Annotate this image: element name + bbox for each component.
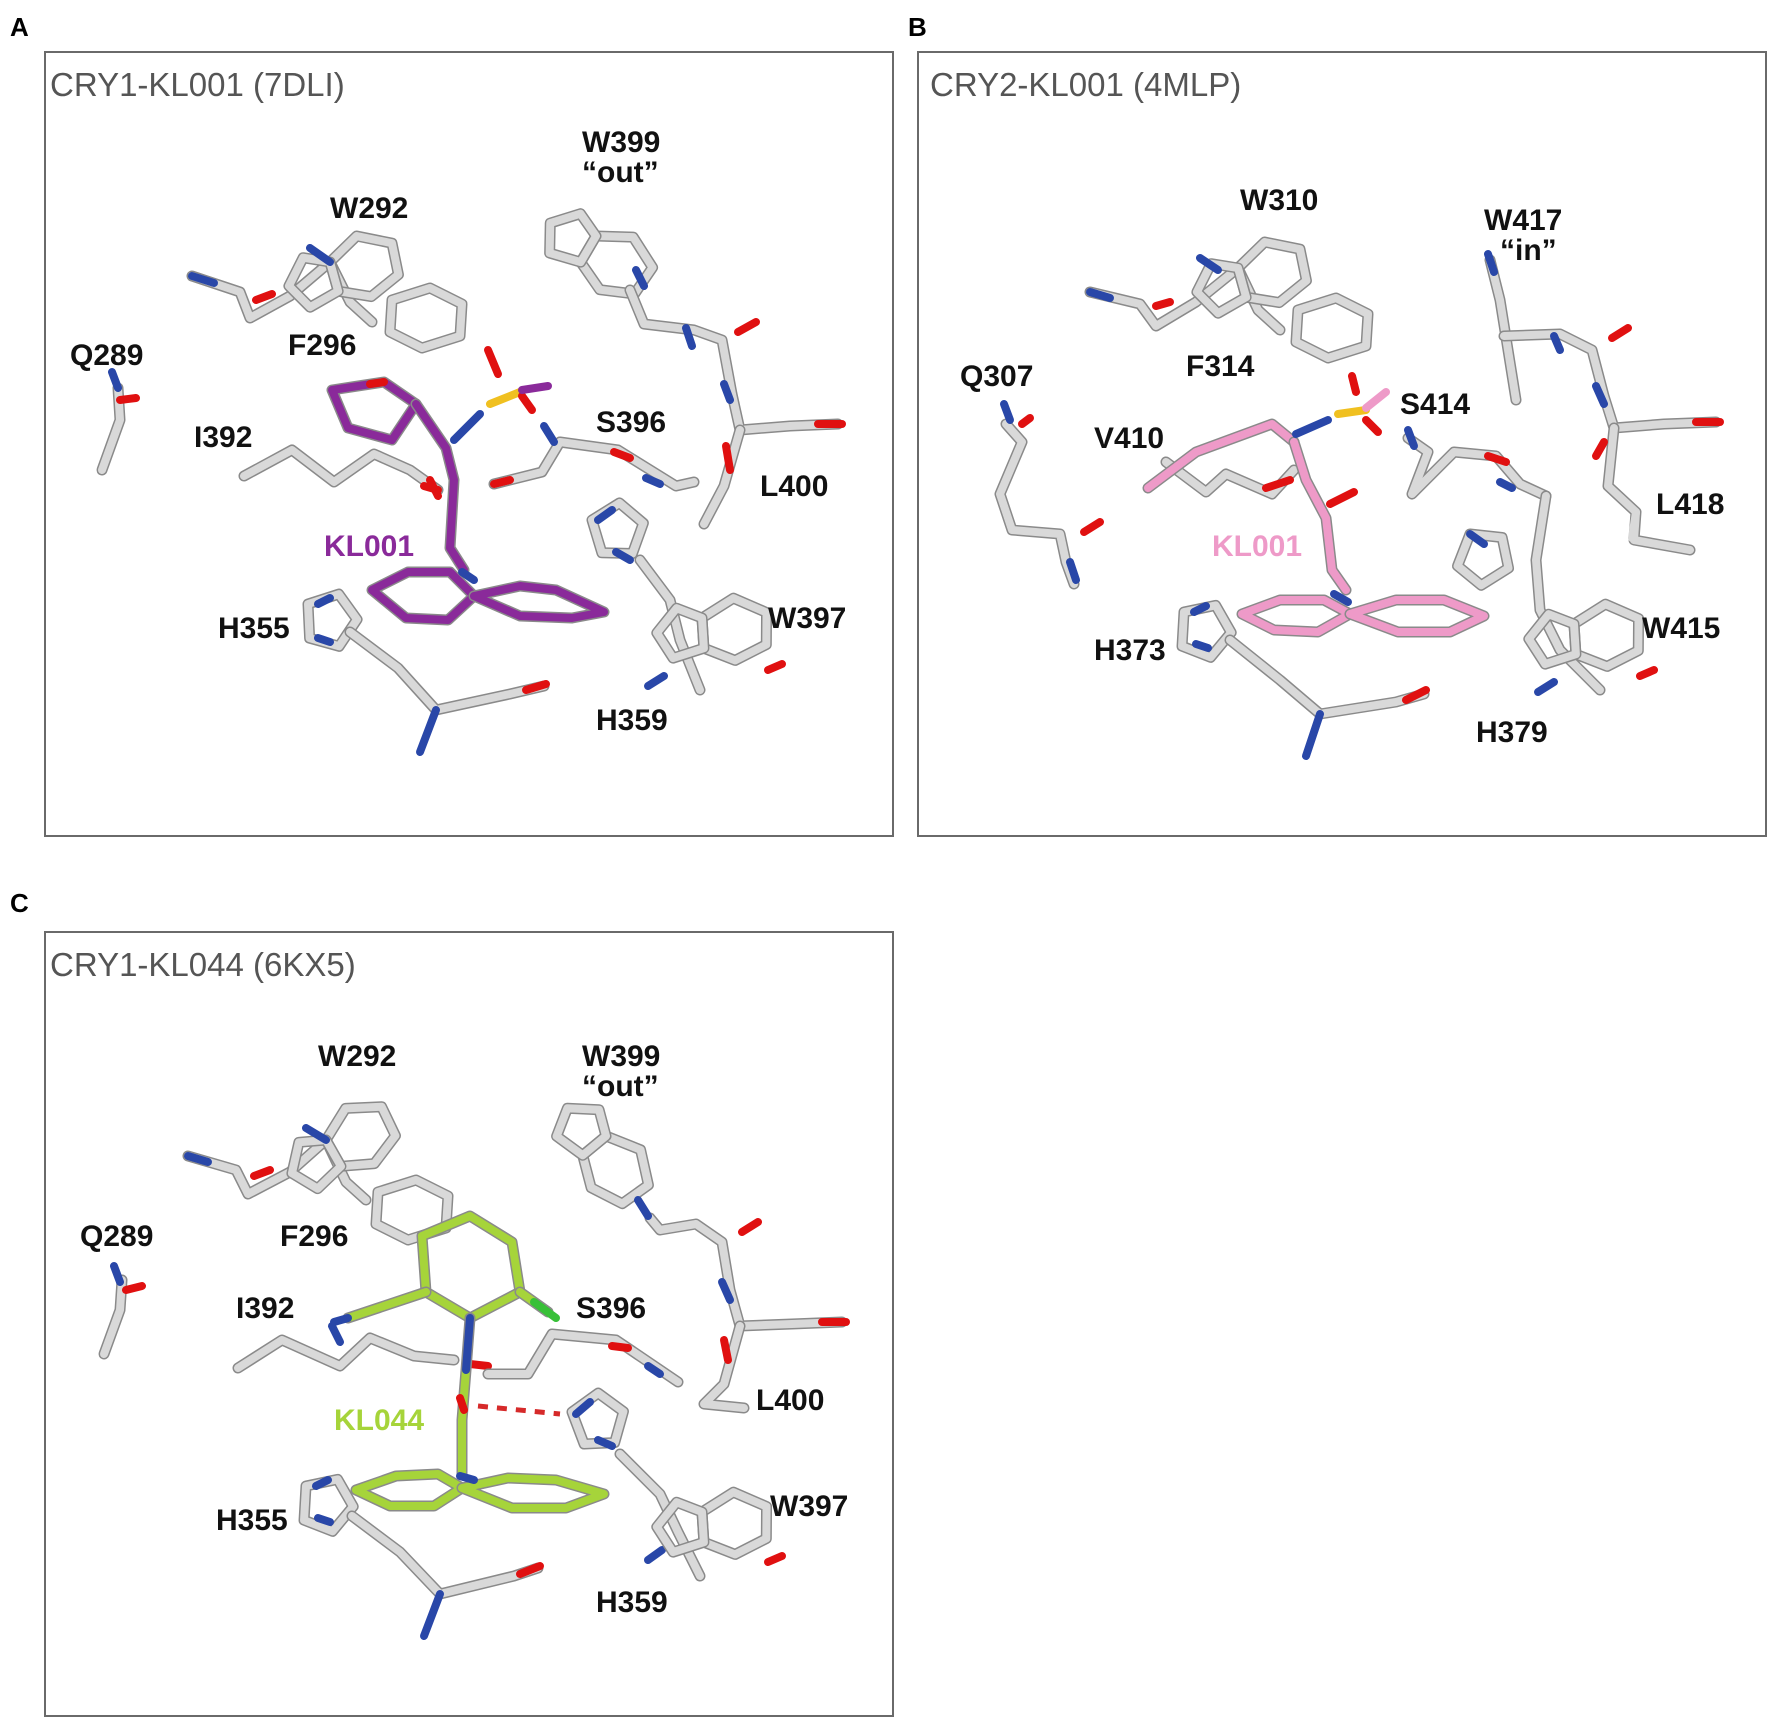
- panel-title: CRY2-KL001 (4MLP): [930, 66, 1241, 103]
- residue-label: H355: [218, 612, 290, 645]
- residue-labels: W310 W417 “in” Q307 F314 S414 V410 L418 …: [960, 184, 1724, 749]
- ligand-sticks: [330, 1210, 610, 1514]
- ligand-label: KL001: [1212, 530, 1302, 563]
- panel-frame: [917, 51, 1767, 837]
- protein-sticks: [96, 192, 846, 756]
- residue-label: W292: [318, 1040, 396, 1073]
- residue-label: H359: [596, 704, 668, 737]
- residue-label: S414: [1400, 388, 1470, 421]
- residue-label: Q307: [960, 360, 1033, 393]
- residue-label: W415: [1642, 612, 1720, 645]
- residue-label: F314: [1186, 350, 1255, 383]
- panel-frame: [44, 51, 894, 837]
- residue-label: W417: [1484, 204, 1562, 237]
- residue-label: H355: [216, 1504, 288, 1537]
- residue-label: W292: [330, 192, 408, 225]
- residue-label: W399: [582, 1040, 660, 1073]
- ligand-sticks: [326, 346, 610, 626]
- residue-label: Q289: [80, 1220, 153, 1253]
- residue-label: W397: [768, 602, 846, 635]
- panel-letter: C: [10, 888, 29, 918]
- residue-label: H379: [1476, 716, 1548, 749]
- residue-label: W310: [1240, 184, 1318, 217]
- ligand-sticks: [1142, 372, 1490, 638]
- residue-label: L400: [760, 470, 828, 503]
- hydrogen-bond: [477, 1403, 561, 1417]
- residue-label: F296: [280, 1220, 348, 1253]
- residue-label: I392: [236, 1292, 294, 1325]
- residue-label: F296: [288, 329, 356, 362]
- residue-label: L400: [756, 1384, 824, 1417]
- residue-label: L418: [1656, 488, 1724, 521]
- residue-label: S396: [576, 1292, 646, 1325]
- panel-c: C CRY1-KL044 (6KX5): [10, 888, 894, 1717]
- panel-a: A CRY1-KL001 (7DLI): [10, 12, 894, 837]
- panel-letter: A: [10, 12, 29, 42]
- panel-title: CRY1-KL001 (7DLI): [50, 66, 345, 103]
- residue-labels: W292 W399 “out” Q289 F296 I392 S396 L400…: [80, 1040, 848, 1619]
- residue-label: V410: [1094, 422, 1164, 455]
- ligand-label: KL044: [334, 1404, 424, 1437]
- residue-note: “out”: [582, 1070, 659, 1103]
- panel-frame: [44, 931, 894, 1717]
- residue-note: “out”: [582, 156, 659, 189]
- residue-label: W397: [770, 1490, 848, 1523]
- protein-sticks: [98, 1087, 850, 1640]
- ligand-label: KL001: [324, 530, 414, 563]
- residue-label: W399: [582, 126, 660, 159]
- residue-label: H373: [1094, 634, 1166, 667]
- residue-label: H359: [596, 1586, 668, 1619]
- residue-label: Q289: [70, 339, 143, 372]
- residue-labels: W292 W399 “out” Q289 F296 I392 S396 L400…: [70, 126, 846, 737]
- panel-title: CRY1-KL044 (6KX5): [50, 946, 356, 983]
- panel-letter: B: [908, 12, 927, 42]
- protein-sticks: [994, 237, 1724, 760]
- residue-label: S396: [596, 406, 666, 439]
- residue-label: I392: [194, 421, 252, 454]
- residue-note: “in”: [1500, 234, 1557, 267]
- panel-b: B CRY2-KL001 (4MLP): [908, 12, 1767, 837]
